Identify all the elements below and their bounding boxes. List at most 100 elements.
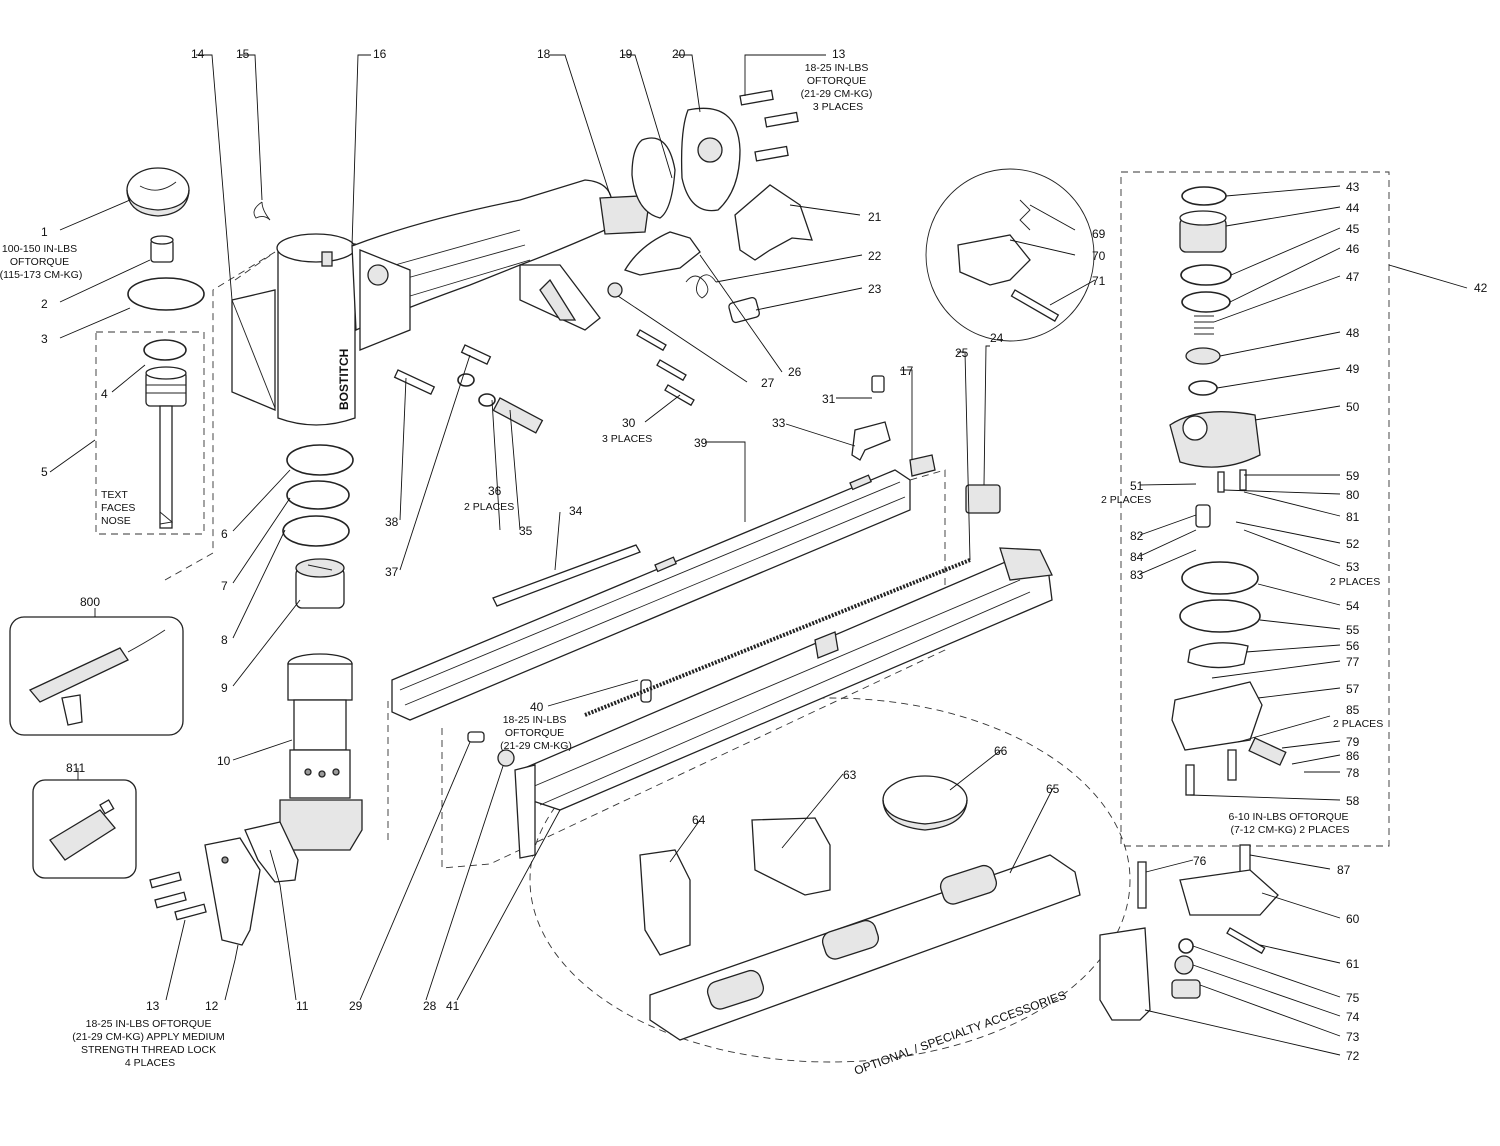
label-part-42: 42	[1474, 281, 1488, 295]
note-part-1: 100-150 IN-LBS OFTORQUE (115-173 CM-KG)	[0, 243, 82, 281]
part-5-piston	[145, 366, 187, 529]
part-accessories	[639, 775, 1081, 1041]
part-15-clip	[253, 201, 271, 221]
label-part-6: 6	[221, 527, 228, 541]
label-part-54: 54	[1346, 599, 1360, 613]
label-part-80: 80	[1346, 488, 1360, 502]
label-part-72: 72	[1346, 1049, 1360, 1063]
label-part-35: 35	[519, 524, 533, 538]
label-part-51: 51	[1130, 479, 1144, 493]
group-box-42	[1120, 171, 1390, 847]
label-part-76: 76	[1193, 854, 1207, 868]
label-part-24: 24	[990, 331, 1004, 345]
label-part-16: 16	[373, 47, 387, 61]
label-part-13-bottom: 13	[146, 999, 160, 1013]
part-26-trigger	[624, 231, 701, 276]
part-42-head-assembly	[1169, 186, 1287, 796]
part-25-spring	[584, 558, 971, 717]
part-12-plate	[204, 837, 261, 946]
accessories-caption: OPTIONAL / SPECIALTY ACCESSORIES	[852, 988, 1068, 1078]
label-part-86: 86	[1346, 749, 1360, 763]
part-11-plate	[244, 821, 299, 883]
label-part-57: 57	[1346, 682, 1360, 696]
part-lower-right	[1099, 844, 1279, 1021]
note-part-51: 2 PLACES	[1101, 494, 1151, 506]
label-part-66: 66	[994, 744, 1008, 758]
label-part-38: 38	[385, 515, 399, 529]
part-38-pin	[393, 369, 436, 396]
part-33-block	[851, 421, 891, 461]
label-part-14: 14	[191, 47, 205, 61]
part-31-screw	[871, 375, 885, 393]
label-part-46: 46	[1346, 242, 1360, 256]
label-part-13-top: 13	[832, 47, 846, 61]
label-part-79: 79	[1346, 735, 1360, 749]
dashed-guides	[95, 168, 1390, 1063]
label-part-800: 800	[80, 595, 100, 609]
label-part-55: 55	[1346, 623, 1360, 637]
label-part-39: 39	[694, 436, 708, 450]
label-part-25: 25	[955, 346, 969, 360]
label-part-18: 18	[537, 47, 551, 61]
part-drawings: BOSTITCH	[9, 89, 1287, 1041]
label-part-58: 58	[1346, 794, 1360, 808]
label-part-47: 47	[1346, 270, 1360, 284]
part-19-gasket	[631, 137, 676, 219]
part-811-tube	[32, 779, 137, 879]
note-part-13-bottom: 18-25 IN-LBS OFTORQUE (21-29 CM-KG) APPL…	[72, 1018, 227, 1069]
part-23-bushing	[728, 297, 760, 324]
part-21-lever	[734, 184, 813, 261]
label-part-59: 59	[1346, 469, 1360, 483]
label-part-64: 64	[692, 813, 706, 827]
label-part-21: 21	[868, 210, 882, 224]
label-part-8: 8	[221, 633, 228, 647]
label-part-75: 75	[1346, 991, 1360, 1005]
label-part-74: 74	[1346, 1010, 1360, 1024]
label-part-56: 56	[1346, 639, 1360, 653]
part-20-head	[680, 107, 741, 212]
part-800-tool	[9, 616, 184, 736]
part-10-sleeve	[279, 653, 363, 851]
note-part-58: 6-10 IN-LBS OFTORQUE (7-12 CM-KG) 2 PLAC…	[1229, 811, 1352, 836]
label-part-65: 65	[1046, 782, 1060, 796]
label-part-63: 63	[843, 768, 857, 782]
label-part-49: 49	[1346, 362, 1360, 376]
part-13-screws-bottom	[149, 871, 207, 921]
label-part-69: 69	[1092, 227, 1106, 241]
label-part-77: 77	[1346, 655, 1360, 669]
label-part-10: 10	[217, 754, 231, 768]
label-part-36: 36	[488, 484, 502, 498]
part-29-pin	[467, 731, 485, 743]
label-part-3: 3	[41, 332, 48, 346]
label-part-22: 22	[868, 249, 882, 263]
label-part-811: 811	[66, 761, 85, 775]
label-part-33: 33	[772, 416, 786, 430]
note-part-53: 2 PLACES	[1330, 576, 1380, 588]
part-labels: 1 2 3 4 5 6 7 8 9 10 11 12 13 13 14 15 1…	[41, 47, 1488, 1063]
label-part-2: 2	[41, 297, 48, 311]
label-part-5: 5	[41, 465, 48, 479]
label-part-83: 83	[1130, 568, 1144, 582]
label-part-23: 23	[868, 282, 882, 296]
label-part-29: 29	[349, 999, 363, 1013]
label-part-78: 78	[1346, 766, 1360, 780]
part-34-strip	[492, 544, 641, 607]
part-14-plate	[231, 289, 276, 411]
note-part-85: 2 PLACES	[1333, 718, 1383, 730]
label-part-30: 30	[622, 416, 636, 430]
part-2-bushing	[150, 235, 174, 263]
label-part-12: 12	[205, 999, 219, 1013]
note-part-30: 3 PLACES	[602, 433, 652, 445]
part-9-valve	[295, 558, 345, 609]
part-40-pin	[640, 679, 652, 703]
label-part-82: 82	[1130, 529, 1144, 543]
part-1-cap	[126, 167, 190, 217]
part-6-ring	[286, 444, 354, 476]
label-part-44: 44	[1346, 201, 1360, 215]
part-36-oring-b	[478, 393, 496, 407]
part-17-pad	[909, 454, 936, 477]
label-part-15: 15	[236, 47, 250, 61]
label-part-7: 7	[221, 579, 228, 593]
label-part-85: 85	[1346, 703, 1360, 717]
